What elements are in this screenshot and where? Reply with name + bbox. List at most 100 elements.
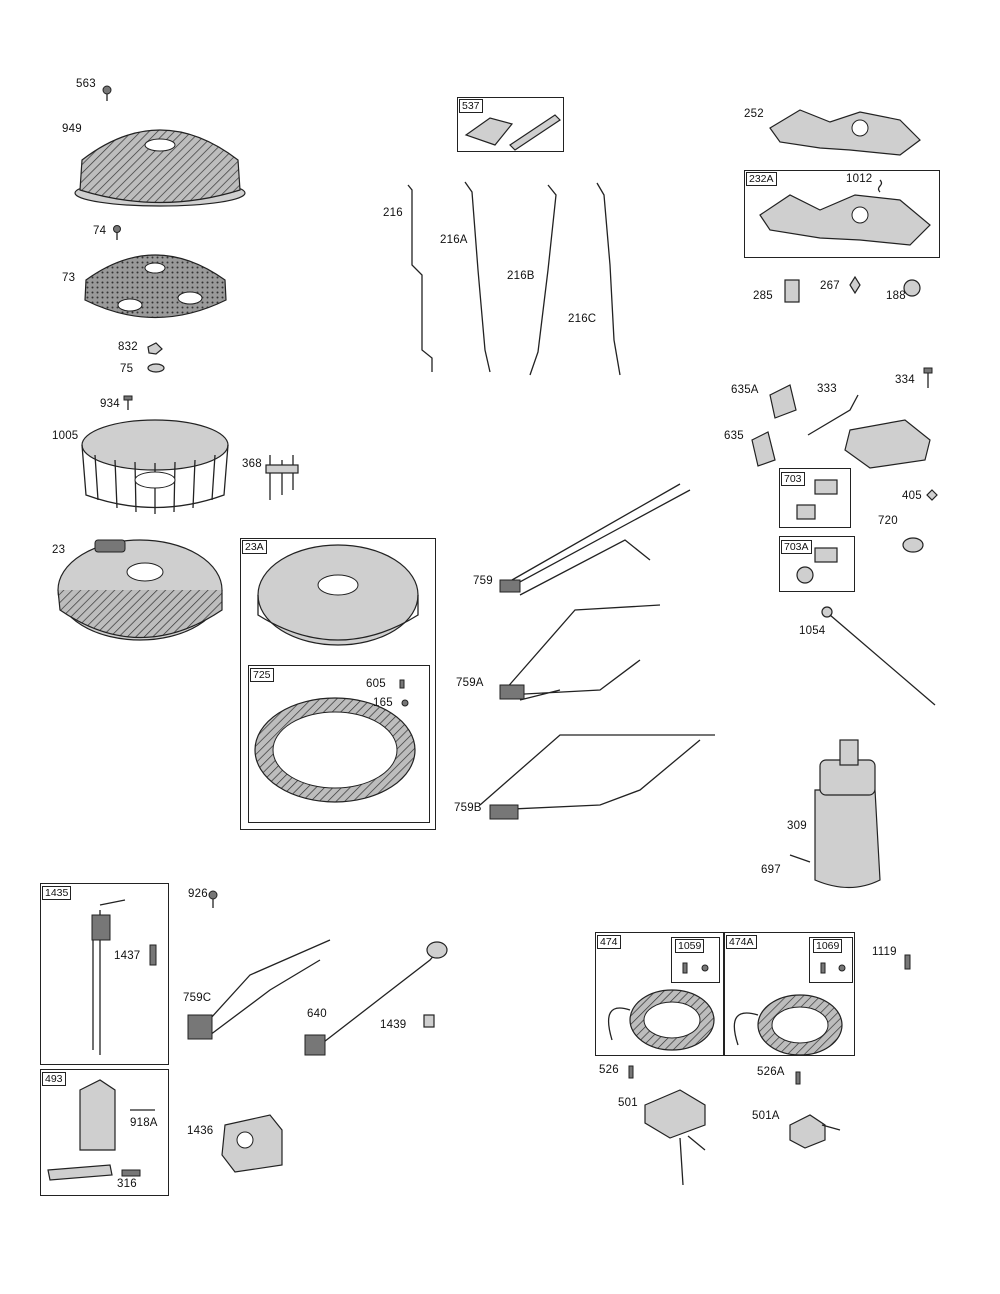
alternator-474-icon (607, 989, 715, 1051)
label-73: 73 (62, 272, 76, 284)
label-501A: 501A (752, 1110, 780, 1122)
screw-926-icon (208, 890, 218, 908)
label-640: 640 (307, 1008, 327, 1020)
label-563: 563 (76, 78, 96, 90)
link-216C-icon (596, 182, 621, 376)
fan-1005-icon (81, 419, 229, 514)
label-501: 501 (618, 1097, 638, 1109)
label-918A: 918A (130, 1117, 158, 1129)
label-759B: 759B (454, 802, 482, 814)
group-box-474A (724, 932, 855, 1056)
label-1437: 1437 (114, 950, 141, 962)
group-box-23A (240, 538, 436, 830)
switch-703-icon (796, 479, 838, 520)
clip-267-icon (849, 275, 861, 295)
bracket-285-icon (784, 279, 800, 303)
governor-232A-icon (759, 194, 931, 246)
screw-934-icon (123, 395, 133, 410)
harness-759A-icon (499, 604, 661, 701)
rectifier-501-icon (644, 1089, 706, 1186)
label-316: 316 (117, 1178, 137, 1190)
screw-563-icon (102, 85, 112, 101)
ring-gear-725-icon (254, 697, 416, 803)
governor-252-icon (769, 109, 921, 156)
label-1439: 1439 (380, 1019, 407, 1031)
label-285: 285 (753, 290, 773, 302)
washer-75-icon (147, 363, 165, 373)
cable-1435-icon (91, 899, 126, 1055)
screw-526-icon (628, 1065, 634, 1079)
label-697: 697 (761, 864, 781, 876)
label-526A: 526A (757, 1066, 785, 1078)
screw-1059-icon (682, 962, 709, 974)
rotating-screen-949-icon (74, 129, 246, 207)
label-1005: 1005 (52, 430, 79, 442)
plug-720-icon (902, 537, 924, 553)
link-216-icon (407, 184, 433, 372)
group-box-232A (744, 170, 940, 258)
harness-640-icon (304, 941, 448, 1056)
boot-635A-icon (769, 384, 797, 419)
rectifier-501A-icon (789, 1114, 841, 1149)
screw-334-icon (923, 367, 933, 388)
label-605: 605 (366, 678, 386, 690)
label-75: 75 (120, 363, 134, 375)
label-23: 23 (52, 544, 66, 556)
label-635A: 635A (731, 384, 759, 396)
ignition-coil-333-icon (807, 394, 931, 469)
flywheel-23A-icon (257, 544, 419, 646)
harness-759B-icon (479, 734, 715, 820)
harness-759C-icon (187, 939, 331, 1040)
label-267: 267 (820, 280, 840, 292)
label-216A: 216A (440, 234, 468, 246)
label-832: 832 (118, 341, 138, 353)
label-759C: 759C (183, 992, 212, 1004)
connector-1439-icon (423, 1014, 435, 1028)
label-216B: 216B (507, 270, 535, 282)
label-926: 926 (188, 888, 208, 900)
label-949: 949 (62, 123, 82, 135)
tag-23A: 23A (242, 540, 267, 554)
nut-832-icon (147, 342, 163, 355)
label-334: 334 (895, 374, 915, 386)
label-216C: 216C (568, 313, 597, 325)
label-526: 526 (599, 1064, 619, 1076)
switch-703A-icon (796, 547, 838, 584)
label-216: 216 (383, 207, 403, 219)
label-934: 934 (100, 398, 120, 410)
link-216A-icon (464, 181, 491, 373)
link-216B-icon (529, 184, 557, 376)
label-720: 720 (878, 515, 898, 527)
screw-74-icon (113, 225, 121, 240)
label-759A: 759A (456, 677, 484, 689)
tag-537: 537 (459, 99, 483, 113)
label-405: 405 (902, 490, 922, 502)
group-box-1059 (671, 937, 720, 983)
bracket-493-icon (47, 1079, 116, 1181)
nut-165-icon (401, 699, 409, 707)
group-box-703A (779, 536, 855, 592)
bolts-368-icon (265, 455, 299, 500)
tag-703A: 703A (781, 540, 812, 554)
screw-1119-icon (904, 954, 911, 970)
flywheel-23-icon (57, 539, 223, 641)
screw-1437-icon (149, 944, 157, 966)
label-74: 74 (93, 225, 107, 237)
dipstick-1054-icon (821, 606, 936, 706)
screw-526A-icon (795, 1071, 801, 1085)
tag-725: 725 (250, 668, 274, 682)
plate-537-icon (464, 114, 561, 151)
starter-motor-309-icon (814, 739, 881, 889)
label-759: 759 (473, 575, 493, 587)
fan-73-icon (84, 254, 227, 318)
terminal-405-icon (926, 489, 938, 501)
tag-1059: 1059 (675, 939, 705, 953)
tag-703: 703 (781, 472, 805, 486)
group-box-474 (595, 932, 724, 1056)
group-box-537 (457, 97, 564, 152)
module-1436-icon (221, 1114, 283, 1173)
tag-474A: 474A (726, 935, 757, 949)
label-1119: 1119 (872, 946, 897, 958)
